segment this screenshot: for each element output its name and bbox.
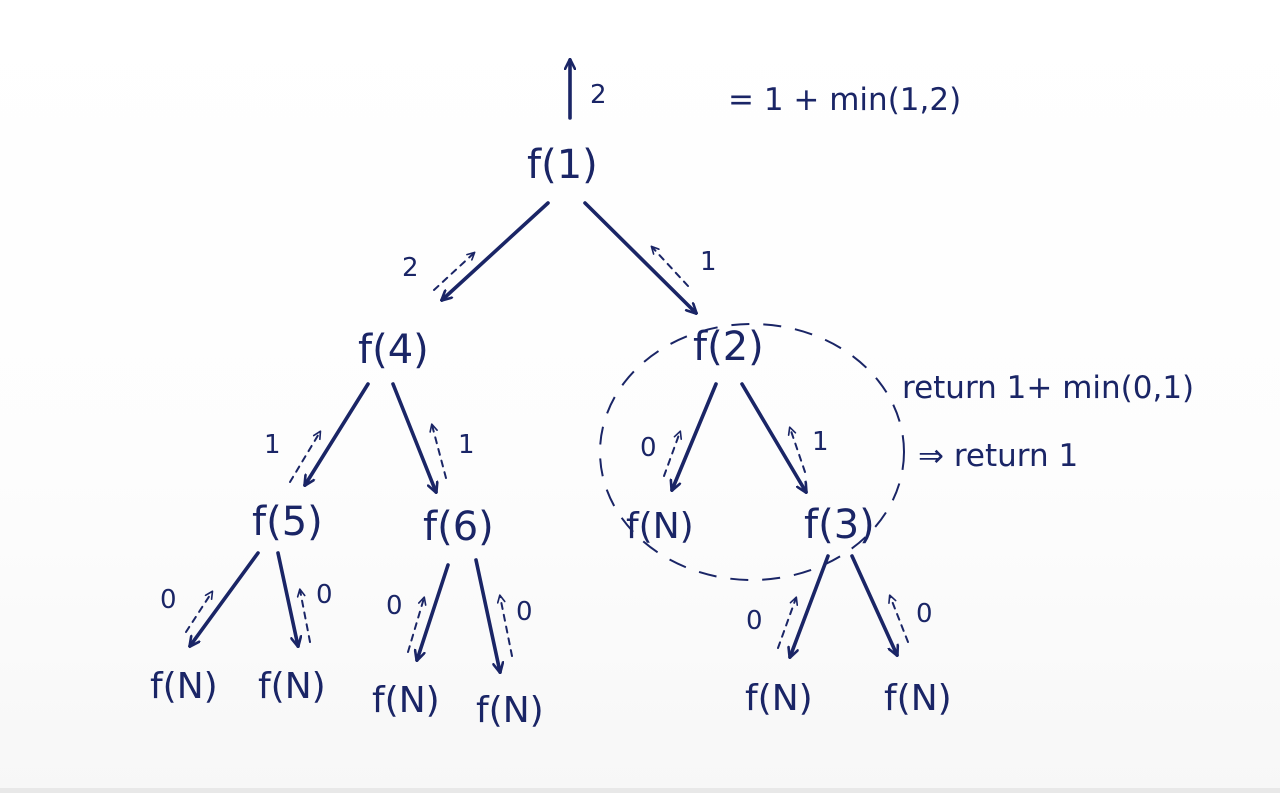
node-fN-f3-right: f(N) <box>884 678 952 719</box>
return-f3-f2 <box>787 426 806 473</box>
node-f5: f(5) <box>252 499 323 545</box>
edge-f3-fNf <box>790 554 830 657</box>
edge-f6-fNd <box>417 563 450 660</box>
f2-return-expression: return 1+ min(0,1) <box>902 370 1194 406</box>
f2-return-result: ⇒ return 1 <box>918 438 1078 474</box>
node-f4: f(4) <box>358 327 429 373</box>
edge-f5-fNb <box>190 551 260 646</box>
return-label-f2-f3: 1 <box>812 427 829 457</box>
return-label-f5-fNc: 0 <box>316 580 333 610</box>
edge-f5-fNc <box>276 551 298 646</box>
node-fN-f5-right: f(N) <box>258 666 326 707</box>
return-label-f1-f4: 2 <box>402 253 419 283</box>
paper-bottom-edge <box>0 788 1280 793</box>
edge-f1-f2 <box>583 201 696 313</box>
root-return-value: 2 <box>590 80 607 110</box>
return-label-f3-fNf: 0 <box>746 606 763 636</box>
edge-f2-f3 <box>740 382 806 492</box>
node-fN-f6-right: f(N) <box>476 690 544 731</box>
return-f6-f4 <box>429 423 447 479</box>
return-f5-f4 <box>289 430 322 483</box>
node-fN-f5-left: f(N) <box>150 666 218 707</box>
return-fNe-f6 <box>496 594 513 657</box>
edge-f4-f6 <box>391 382 436 492</box>
return-fNd-f6 <box>407 596 427 653</box>
node-fN-f6-left: f(N) <box>372 680 440 721</box>
return-label-f1-f2: 1 <box>700 247 717 277</box>
return-label-f2-fNa: 0 <box>640 433 657 463</box>
node-f2: f(2) <box>693 324 764 370</box>
edge-f3-fNg <box>850 554 897 655</box>
f2-subtree-highlight <box>599 323 905 581</box>
return-label-f4-f5: 1 <box>264 430 281 460</box>
return-label-f6-fNd: 0 <box>386 591 403 621</box>
return-label-f6-fNe: 0 <box>516 597 533 627</box>
node-f1: f(1) <box>527 142 598 188</box>
node-f3: f(3) <box>804 502 875 548</box>
return-fNg-f3 <box>888 594 909 643</box>
return-fNb-f5 <box>185 590 214 633</box>
edge-f2-fNa <box>672 382 718 490</box>
return-fNf-f3 <box>777 596 799 649</box>
return-label-f3-fNg: 0 <box>916 599 933 629</box>
edge-f6-fNe <box>474 558 500 672</box>
return-fNa-f2 <box>663 430 683 477</box>
return-f4-f1 <box>433 251 476 291</box>
edge-f1-f4 <box>442 201 550 300</box>
return-f2-f1 <box>650 245 689 287</box>
edge-f4-f5 <box>305 382 370 485</box>
return-fNc-f5 <box>296 588 311 643</box>
node-fN-f3-left: f(N) <box>745 678 813 719</box>
root-formula-note: = 1 + min(1,2) <box>728 82 961 118</box>
return-label-f5-fNb: 0 <box>160 585 177 615</box>
node-fN-left-of-f2: f(N) <box>626 506 694 547</box>
return-label-f4-f6: 1 <box>458 430 475 460</box>
node-f6: f(6) <box>423 504 494 550</box>
